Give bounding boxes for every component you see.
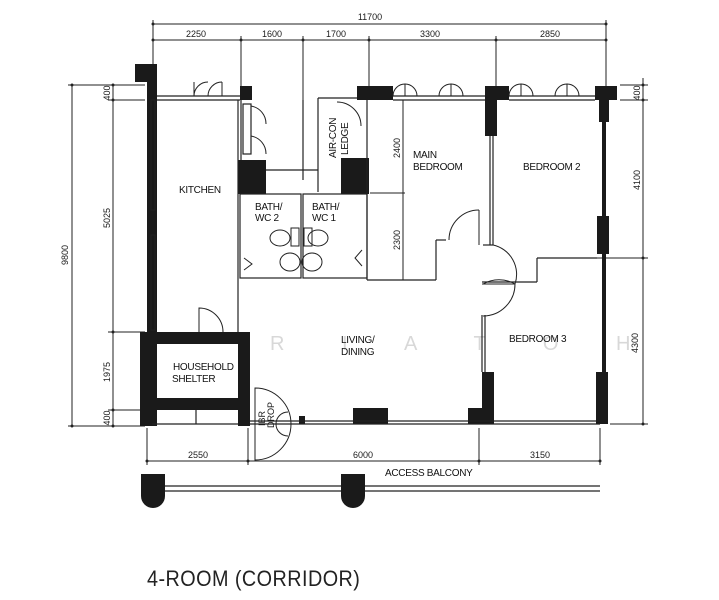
dim-bottom-2: 6000 [353,450,373,460]
label-access-balcony: ACCESS BALCONY [385,468,473,479]
label-main-bedroom-l2: BEDROOM [413,162,463,173]
dim-right-2: 4100 [632,170,642,190]
label-refuse-l1: IBR [257,410,267,426]
dim-left-3: 1975 [102,362,112,382]
dim-left-2: 5025 [102,208,112,228]
label-refuse-l2: DROP [266,402,276,428]
label-bedroom2: BEDROOM 2 [523,162,581,173]
label-aircon-l1: AIR-CON [328,118,339,158]
plan-caption: 4-ROOM (CORRIDOR) [147,566,361,591]
label-living-l2: DINING [341,347,375,358]
label-aircon-l2: LEDGE [340,122,351,155]
label-living-l1: LIVING/ [341,335,375,346]
dim-top-5: 2850 [540,29,560,39]
dim-bottom-3: 3150 [530,450,550,460]
label-kitchen: KITCHEN [179,185,221,196]
label-bedroom3: BEDROOM 3 [509,334,567,345]
walls [135,64,617,426]
dim-top-3: 1700 [326,29,346,39]
dim-interior-1: 2400 [392,138,402,158]
dim-left-1: 400 [102,85,112,100]
label-bath2-l1: BATH/ [255,202,283,213]
label-main-bedroom-l1: MAIN [413,150,437,161]
doors [193,81,580,461]
dim-left-total: 9800 [60,245,70,265]
dim-top-1: 2250 [186,29,206,39]
label-bath1-l1: BATH/ [312,202,340,213]
label-shelter-l1: HOUSEHOLD [173,362,234,373]
watermark: R I A T O H [270,333,656,355]
top-dimensions [152,20,607,118]
label-bath1-l2: WC 1 [312,213,337,224]
label-shelter-l2: SHELTER [172,374,215,385]
access-balcony [141,474,600,508]
dim-top-4: 3300 [420,29,440,39]
dim-right-3: 4300 [630,333,640,353]
dim-right-1: 400 [632,85,642,100]
dim-top-total: 11700 [358,12,382,22]
dim-left-4: 400 [102,410,112,425]
partitions [150,95,600,425]
bottom-dimensions [146,428,601,465]
interior-dimensions [370,100,405,280]
label-bath2-l2: WC 2 [255,213,280,224]
dim-bottom-1: 2550 [188,450,208,460]
dim-interior-2: 2300 [392,230,402,250]
dim-top-2: 1600 [262,29,282,39]
sanitary-fixtures [269,227,329,272]
